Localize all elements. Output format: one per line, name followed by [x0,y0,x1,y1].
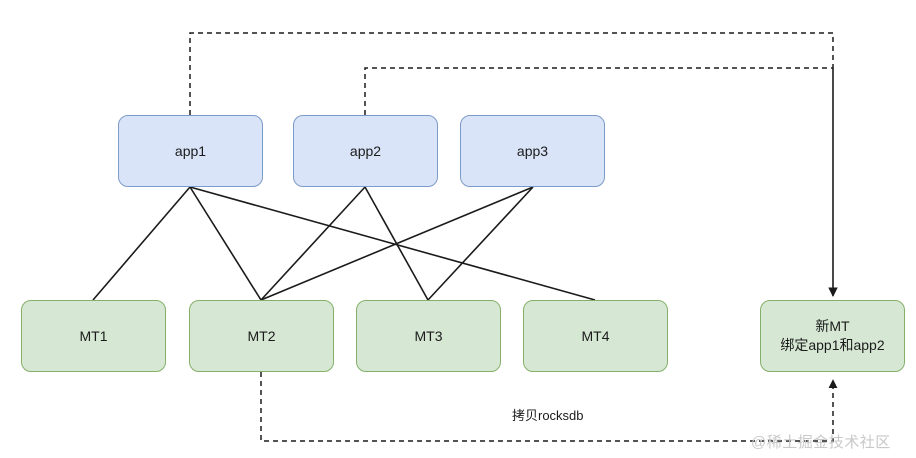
connector-app3-mt2 [260,186,534,301]
node-mt1[interactable]: MT1 [21,300,166,372]
node-mt3[interactable]: MT3 [356,300,501,372]
connector-app3-mt3 [427,186,534,301]
connector-app2-newmt-dashed [364,67,833,115]
node-new-mt-subtitle: 绑定app1和app2 [780,337,885,353]
connector-app2-mt2 [260,186,366,301]
node-mt2-label: MT2 [247,327,276,344]
edge-label-copy-rocksdb: 拷贝rocksdb [512,408,584,423]
node-new-mt[interactable]: 新MT 绑定app1和app2 [760,300,905,372]
node-app2[interactable]: app2 [293,115,438,187]
node-app1[interactable]: app1 [118,115,263,187]
connector-app1-mt2 [189,186,262,301]
connector-app1-mt1 [92,186,191,301]
connector-app1-mt4 [189,186,596,301]
node-new-mt-title: 新MT [815,318,850,335]
node-mt2[interactable]: MT2 [189,300,334,372]
node-mt4-label: MT4 [581,327,610,344]
node-app3-label: app3 [516,142,549,159]
node-mt3-label: MT3 [414,327,443,344]
connector-mt2-newmt-dashed [260,372,838,442]
node-app2-label: app2 [349,142,382,159]
watermark: @稀土掘金技术社区 [751,434,891,451]
node-app3[interactable]: app3 [460,115,605,187]
node-app1-label: app1 [174,142,207,159]
node-mt1-label: MT1 [79,327,108,344]
node-mt4[interactable]: MT4 [523,300,668,372]
connector-app1-newmt-dashed [189,32,834,115]
